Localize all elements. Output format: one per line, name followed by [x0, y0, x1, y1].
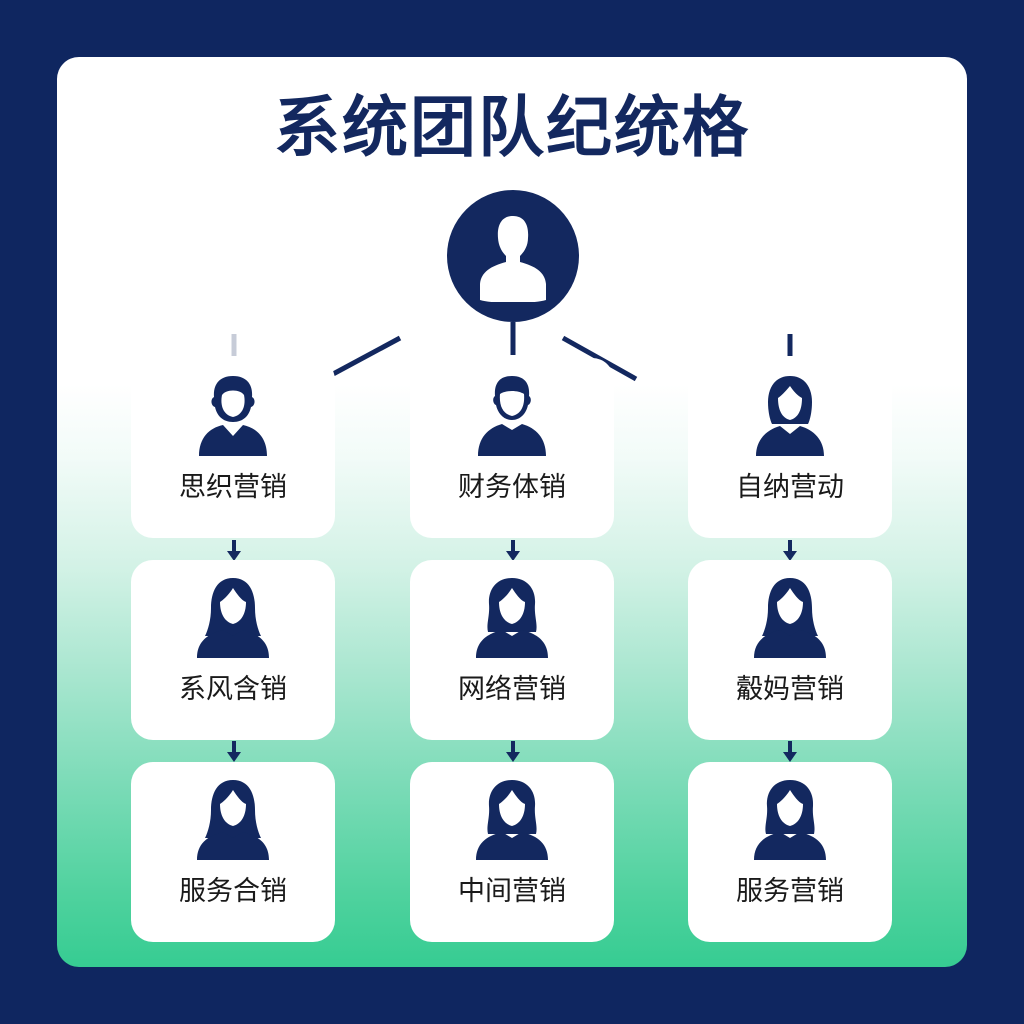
root-node[interactable]: [447, 190, 579, 322]
team-card-3-1[interactable]: 自纳营动: [688, 358, 892, 538]
team-label: 服务合销: [179, 876, 287, 907]
team-label: 系风含销: [179, 674, 287, 705]
team-label: 自纳营动: [736, 472, 844, 503]
team-label: 思织营销: [179, 472, 287, 503]
team-card-1-2[interactable]: 系风含销: [131, 560, 335, 740]
female-long-hair-avatar-icon: [197, 780, 269, 860]
page-title: 系统团队纪统格: [274, 89, 750, 166]
female-long-hair-avatar-icon: [754, 578, 826, 658]
female-wavy-hair-avatar-icon: [754, 780, 826, 860]
team-label: 服务营销: [736, 876, 844, 907]
team-label: 财务体销: [458, 472, 566, 503]
female-bob-avatar-icon: [756, 376, 824, 456]
female-wavy-hair-avatar-icon: [476, 578, 548, 658]
team-card-3-3[interactable]: 服务营销: [688, 762, 892, 942]
team-card-1-1[interactable]: 思织营销: [131, 358, 335, 538]
arrow-down-icon: [783, 741, 797, 762]
team-card-2-2[interactable]: 网络营销: [410, 560, 614, 740]
arrow-down-icon: [506, 741, 520, 762]
user-icon: [480, 216, 546, 302]
team-label: 觳妈营销: [736, 674, 844, 705]
female-long-hair-avatar-icon: [197, 578, 269, 658]
team-label: 中间营销: [458, 876, 566, 907]
arrow-down-icon: [227, 540, 241, 561]
arrow-down-icon: [783, 540, 797, 561]
male-headset-avatar-icon: [199, 376, 267, 456]
arrow-down-icon: [227, 741, 241, 762]
team-label: 网络营销: [458, 674, 566, 705]
male-avatar-icon: [478, 376, 546, 456]
team-card-2-1[interactable]: 财务体销: [410, 358, 614, 538]
team-card-3-2[interactable]: 觳妈营销: [688, 560, 892, 740]
arrow-down-icon: [506, 540, 520, 561]
team-card-2-3[interactable]: 中间营销: [410, 762, 614, 942]
female-wavy-hair-avatar-icon: [476, 780, 548, 860]
team-card-1-3[interactable]: 服务合销: [131, 762, 335, 942]
